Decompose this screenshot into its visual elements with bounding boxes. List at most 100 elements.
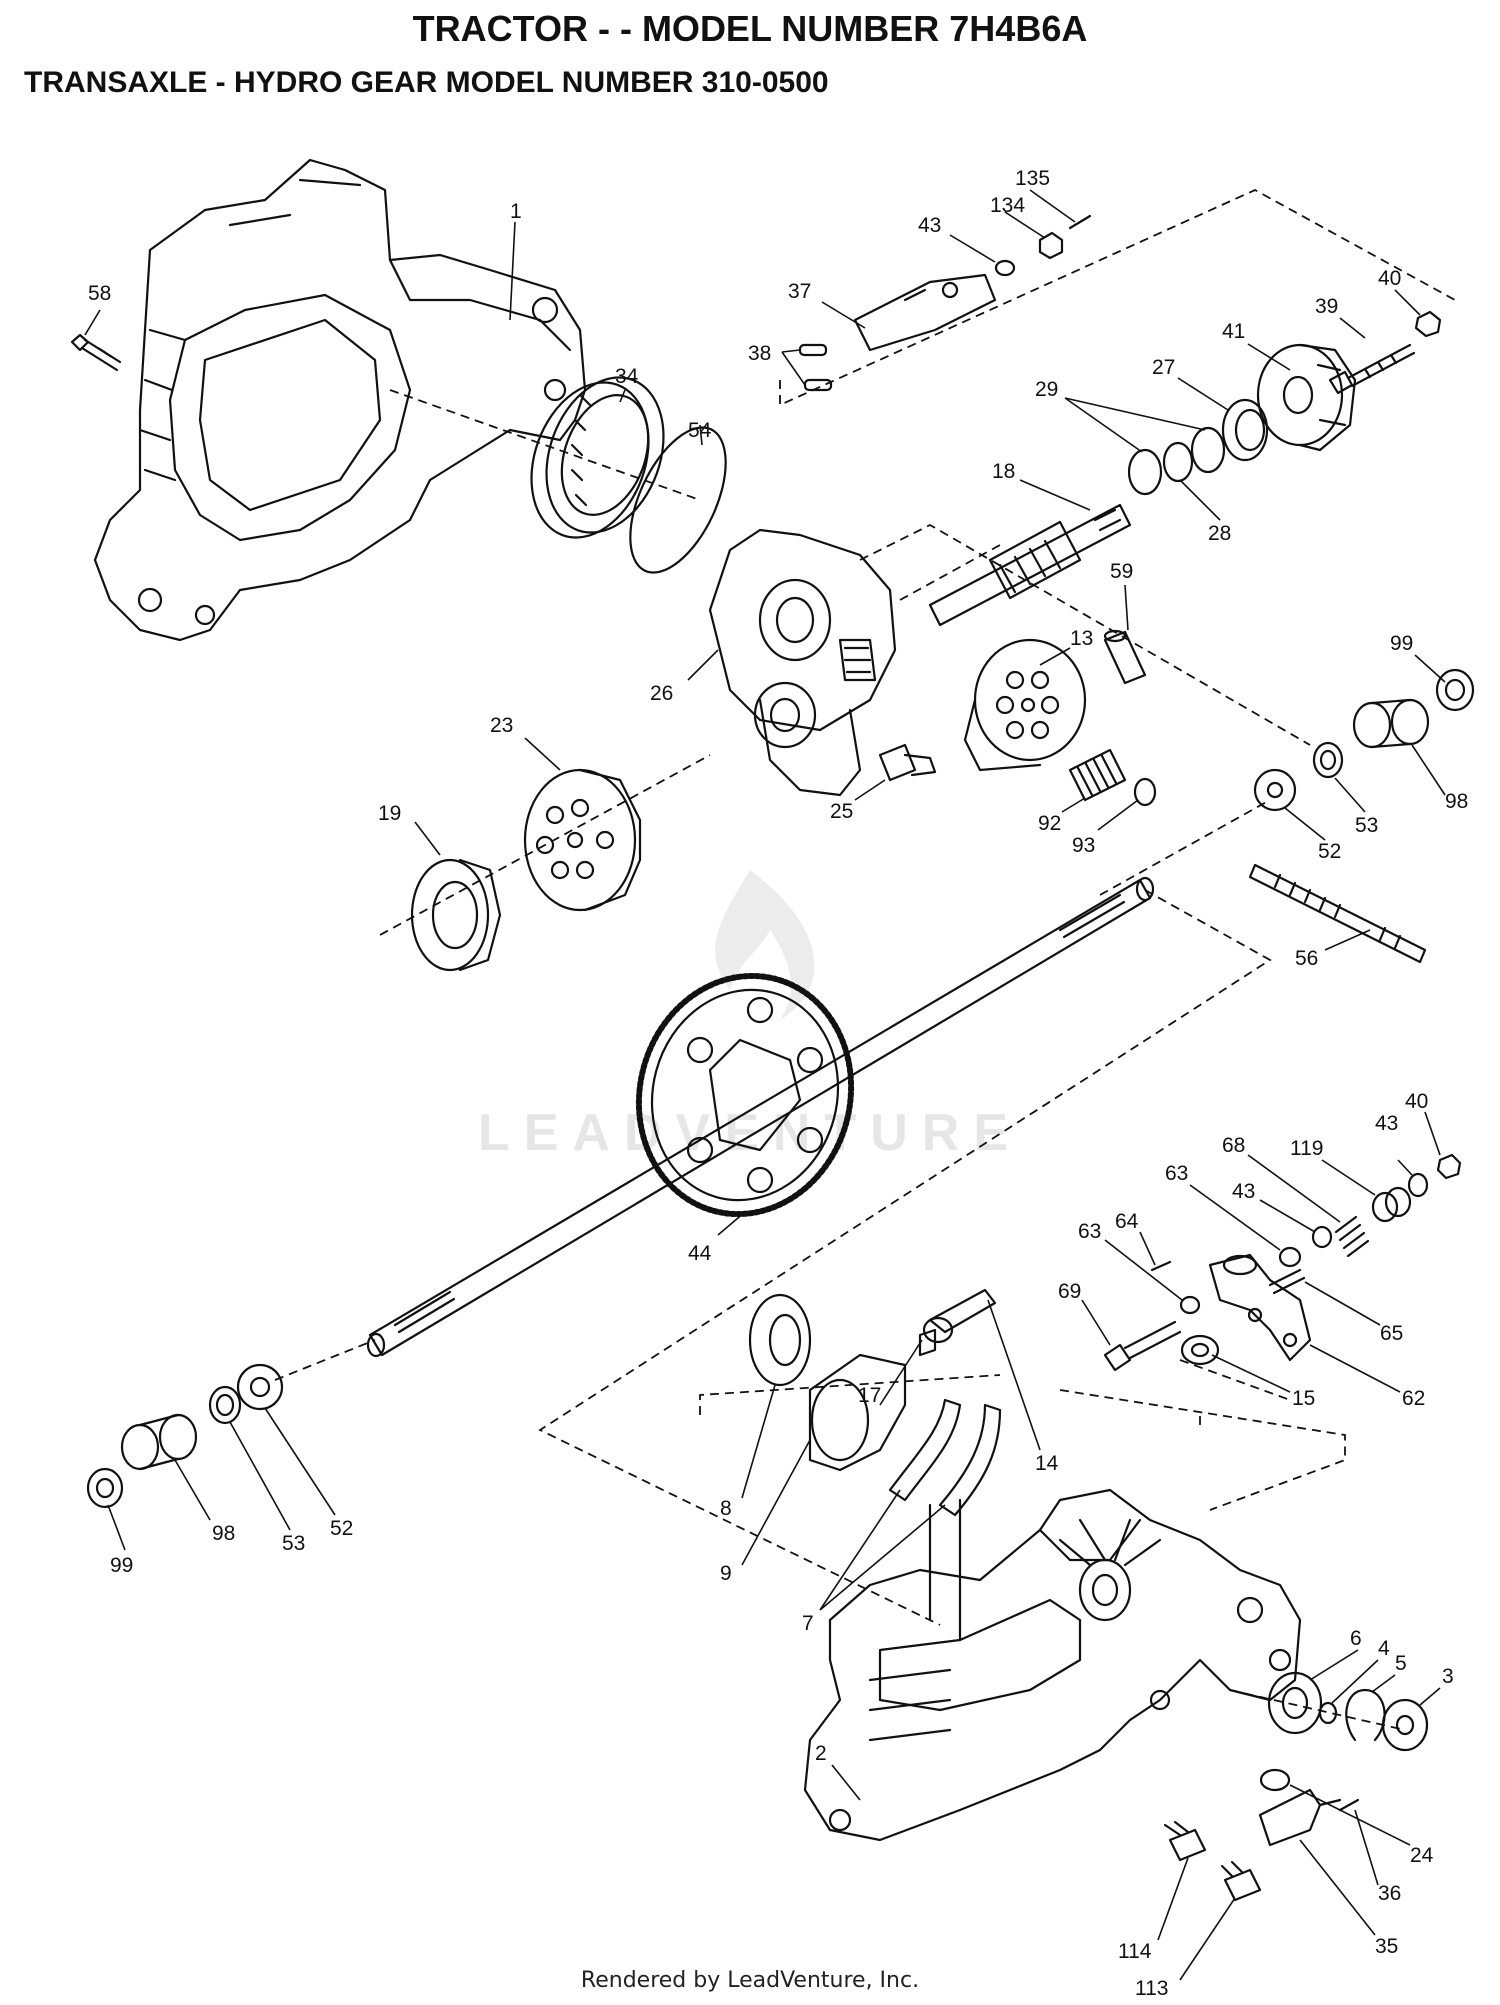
leader-24: [1289, 1784, 1411, 1846]
cap-41: [1256, 343, 1357, 452]
spring-17: [918, 1328, 937, 1357]
spring-92: [1068, 748, 1127, 802]
callout-39: 39: [1315, 295, 1338, 318]
callout-53b: 53: [282, 1532, 305, 1555]
callout-113: 113: [1135, 1977, 1168, 2000]
callout-37: 37: [788, 280, 811, 303]
guide-line-56: [1099, 799, 1271, 896]
leader-56: [1324, 929, 1371, 951]
callout-114: 114: [1118, 1940, 1152, 1963]
leader-29: [1064, 397, 1206, 453]
fitting-114: [1163, 1820, 1207, 1862]
screw-65: [1268, 1268, 1306, 1295]
leader-17: [879, 1339, 923, 1406]
callout-65: 65: [1380, 1322, 1403, 1345]
callout-26: 26: [650, 682, 673, 705]
leader-134: [1004, 211, 1046, 239]
callout-36: 36: [1378, 1882, 1401, 1905]
leader-18: [1019, 479, 1091, 511]
leader-53a: [1334, 777, 1366, 813]
shaft-56: [1248, 863, 1427, 964]
leader-7: [819, 1489, 946, 1611]
leader-68: [1247, 1154, 1341, 1223]
ring-4: [1318, 1701, 1338, 1725]
left-stack-99-98-53-52: [86, 1363, 284, 1509]
washer-93: [1133, 777, 1157, 807]
callout-1: 1: [510, 200, 522, 223]
leader-62: [1309, 1344, 1401, 1393]
leader-99b: [107, 1504, 126, 1551]
leader-98b: [174, 1459, 211, 1521]
leader-63a: [1189, 1184, 1281, 1251]
spring-68: [1334, 1215, 1370, 1258]
leader-15: [1211, 1354, 1291, 1393]
callout-19: 19: [378, 802, 401, 825]
leader-34: [619, 389, 626, 403]
retaining-ring-5: [1345, 1688, 1386, 1742]
callout-38: 38: [748, 342, 771, 365]
guide-line-arm: [1179, 1359, 1291, 1401]
leader-6: [1309, 1649, 1359, 1681]
leader-4: [1331, 1659, 1379, 1704]
callout-63a: 63: [1165, 1162, 1188, 1185]
leader-28: [1179, 479, 1221, 521]
bearing-34: [530, 376, 665, 539]
callout-135: 135: [1015, 167, 1050, 190]
callout-69: 69: [1058, 1280, 1081, 1303]
callout-43c: 43: [1232, 1180, 1255, 1203]
leader-99a: [1414, 654, 1446, 683]
bracket-35: [1258, 1788, 1342, 1847]
callout-52b: 52: [330, 1517, 353, 1540]
guide-line-23-19: [379, 754, 711, 936]
leader-52a: [1284, 807, 1326, 841]
callout-44: 44: [688, 1242, 712, 1265]
leader-43b: [1397, 1159, 1413, 1176]
leader-69: [1081, 1299, 1111, 1346]
bolt-58: [70, 333, 122, 372]
shaft-18: [928, 503, 1132, 627]
leader-65: [1304, 1281, 1381, 1326]
shift-arm-14: [922, 1288, 997, 1344]
leader-52b: [264, 1407, 336, 1516]
bearing-8: [748, 1293, 812, 1387]
callout-92: 92: [1038, 812, 1061, 835]
leader-8: [741, 1384, 776, 1499]
callout-134: 134: [990, 194, 1025, 217]
callout-98b: 98: [212, 1522, 235, 1545]
leader-41: [1247, 343, 1291, 371]
nut-40-top: [1414, 310, 1442, 338]
callout-64: 64: [1115, 1210, 1139, 1233]
leader-43c: [1259, 1199, 1316, 1233]
leader-64: [1139, 1231, 1156, 1266]
washer-nut-43-134-135: [994, 214, 1092, 277]
callout-99a: 99: [1390, 632, 1413, 655]
leader-63b: [1104, 1239, 1183, 1301]
callout-68: 68: [1222, 1134, 1245, 1157]
screw-39: [1328, 343, 1416, 395]
bearing-19: [410, 858, 502, 972]
housing-lower: [803, 1488, 1302, 1842]
pin-59: [1103, 629, 1147, 685]
center-section-26: [708, 528, 897, 797]
guide-box-top: [779, 188, 1456, 407]
seal-6: [1267, 1671, 1323, 1735]
leader-23: [524, 737, 561, 771]
leader-5: [1371, 1674, 1396, 1693]
washer-43c: [1311, 1225, 1333, 1249]
leader-19: [414, 821, 441, 856]
callout-27: 27: [1152, 356, 1175, 379]
ring-28: [1162, 441, 1194, 483]
cylinder-block-23: [523, 768, 642, 912]
leader-59: [1124, 584, 1129, 631]
guide-line-34-54: [389, 389, 701, 501]
leader-40b: [1424, 1111, 1441, 1156]
housing-upper: [93, 158, 587, 642]
leader-25: [854, 779, 886, 801]
fitting-25: [878, 743, 937, 782]
guide-box-shift: [699, 1374, 1201, 1425]
leader-3: [1419, 1687, 1441, 1706]
leader-58: [84, 309, 101, 336]
callout-119: 119: [1290, 1137, 1323, 1160]
callout-23: 23: [490, 714, 513, 737]
